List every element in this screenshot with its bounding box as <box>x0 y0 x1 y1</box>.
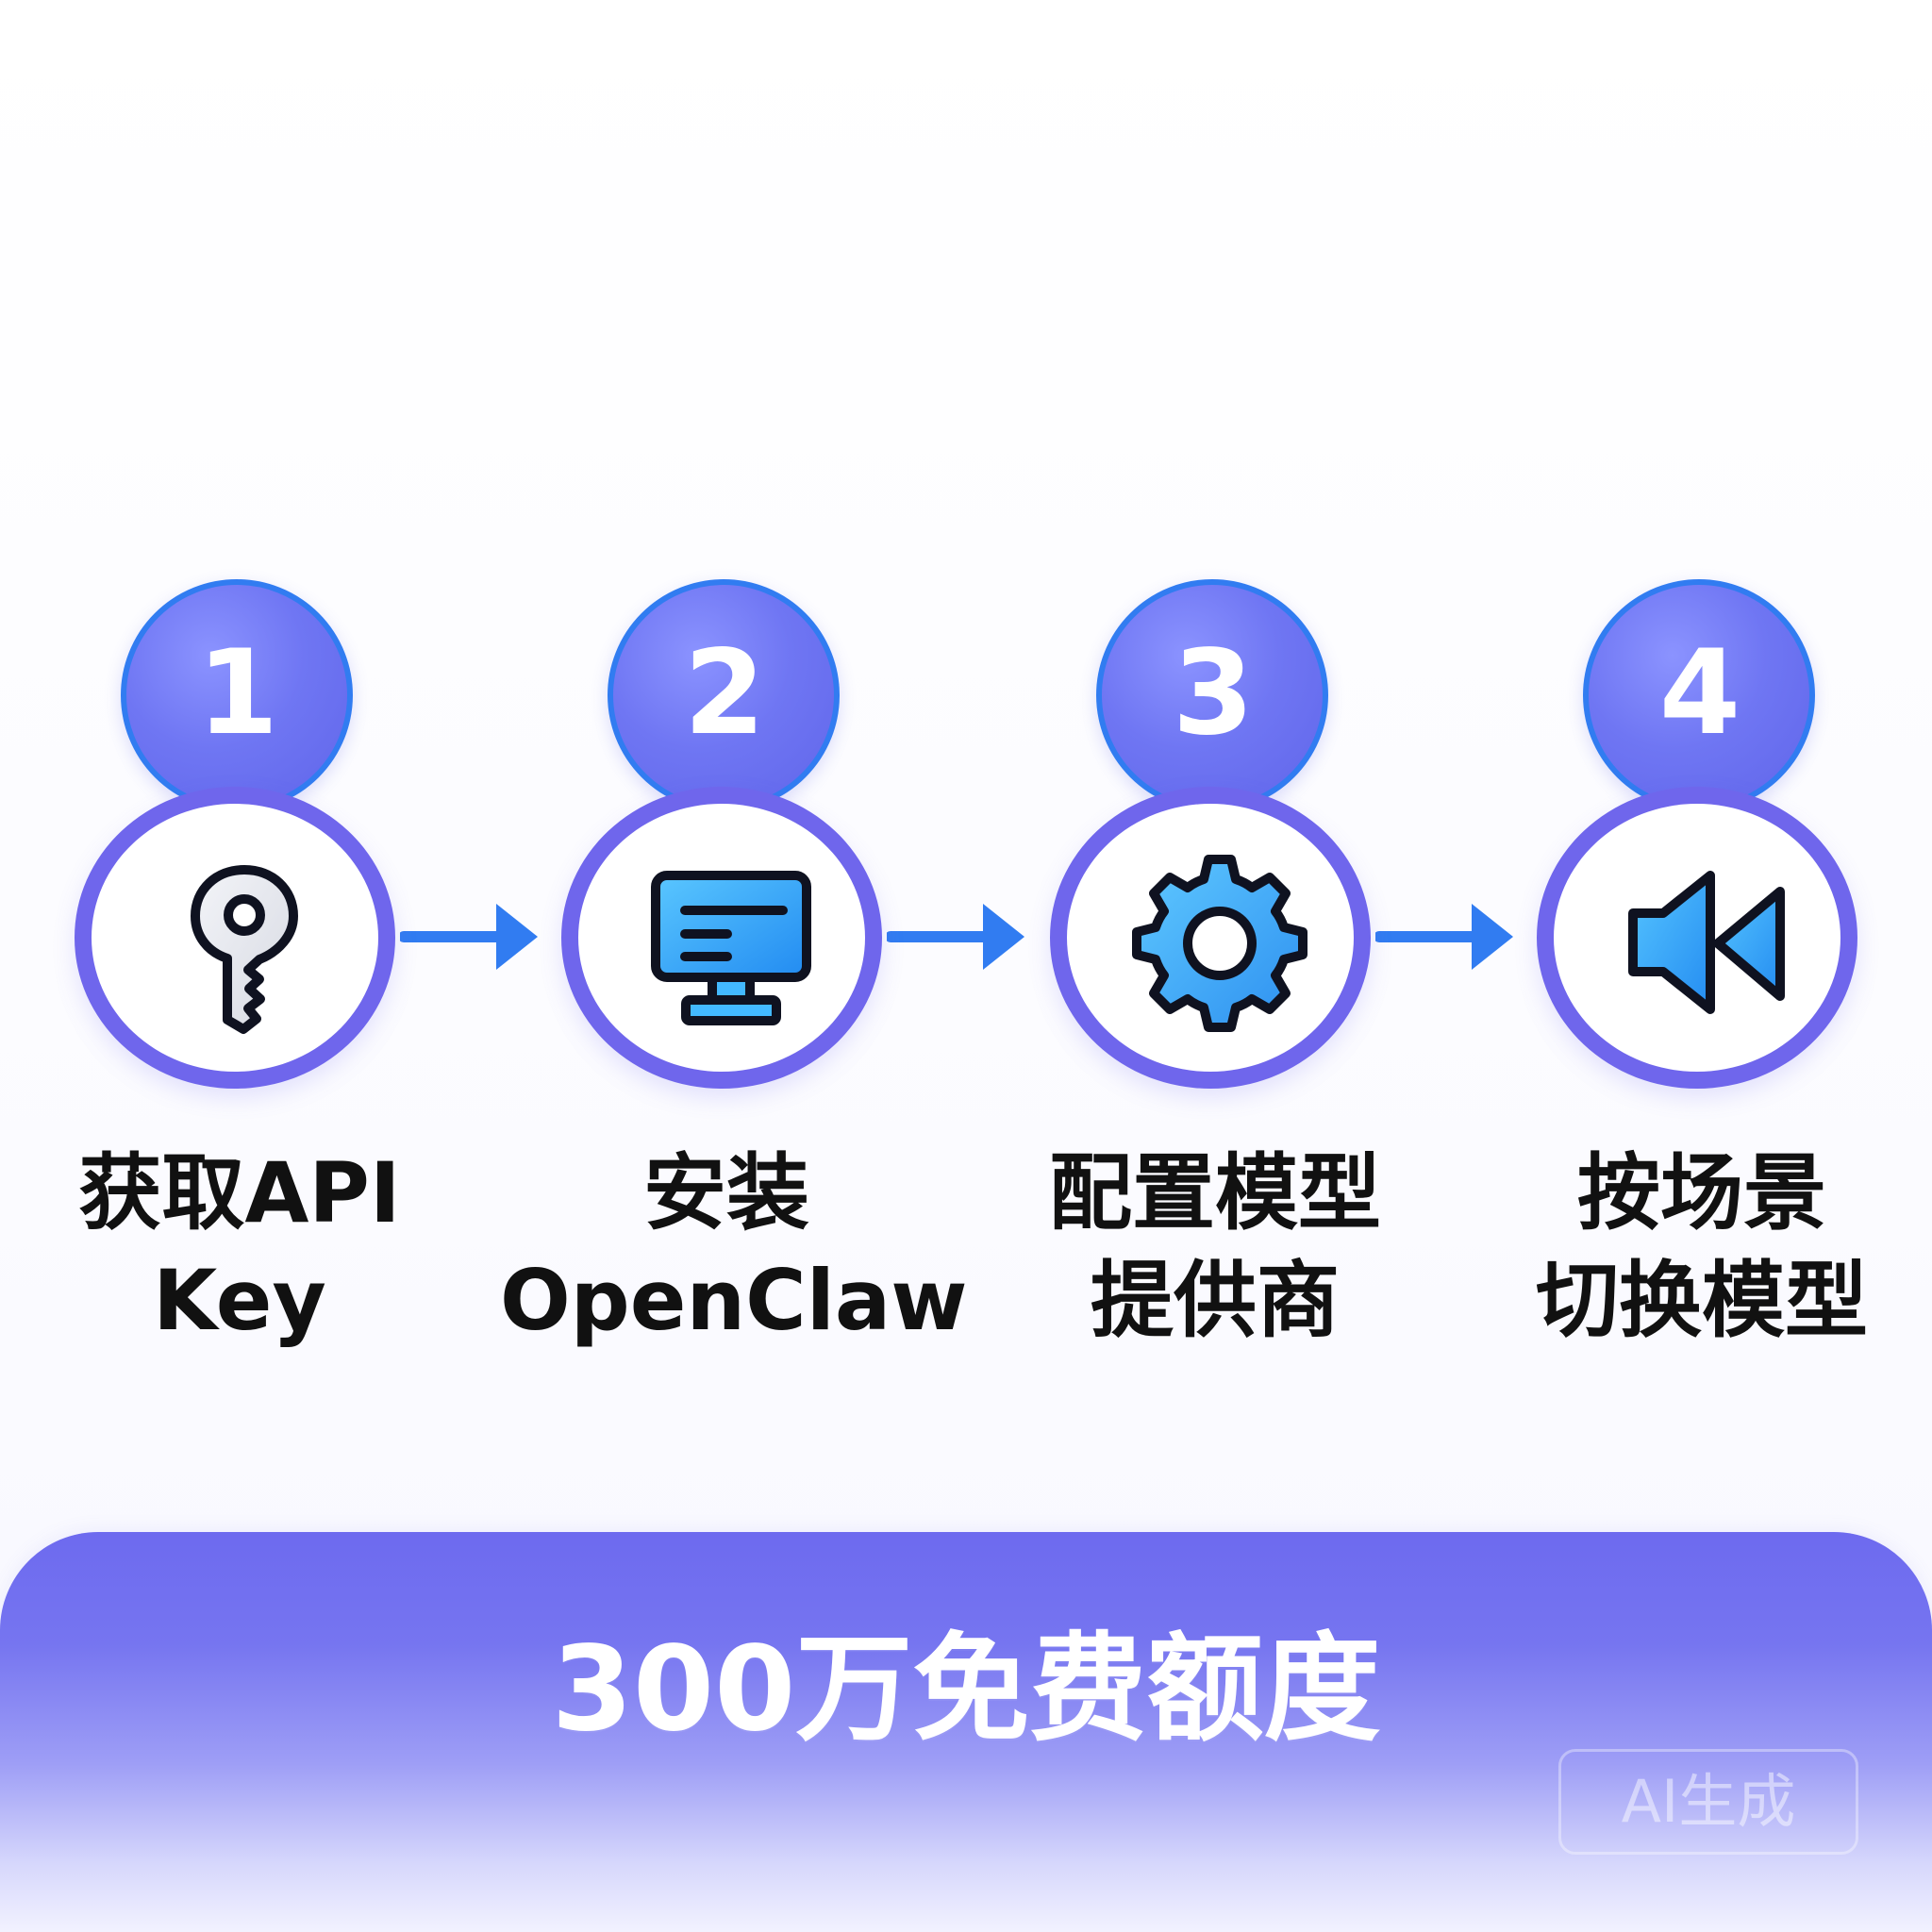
step-label: 按场景 切换模型 <box>1535 1144 1868 1349</box>
arrow-right-icon <box>400 898 541 975</box>
ai-generated-watermark: AI生成 <box>1558 1749 1858 1855</box>
step-label: 配置模型 提供商 <box>1048 1144 1381 1349</box>
step-1-get-api-key: 1 获取API Key <box>42 0 438 1415</box>
gear-icon <box>1132 855 1307 1032</box>
steps-flow: 1 获取API Key <box>42 0 1900 1415</box>
step-number: 1 <box>196 625 278 761</box>
step-icon-circle <box>1050 787 1371 1089</box>
step-number-badge: 3 <box>1096 579 1328 811</box>
arrow-right-icon <box>1375 898 1517 975</box>
step-2-install-openclaw: 2 <box>500 0 968 1415</box>
step-number-badge: 2 <box>608 579 840 811</box>
switch-model-icon <box>1622 858 1791 1028</box>
step-3-configure-model-provider: 3 配置模型 提供商 <box>1017 0 1413 1415</box>
step-4-switch-model-by-scene: 4 按场景 切换模型 <box>1504 0 1900 1415</box>
step-number: 3 <box>1172 625 1254 761</box>
arrow-right-icon <box>887 898 1028 975</box>
computer-monitor-icon <box>646 858 816 1028</box>
step-number-badge: 1 <box>121 579 353 811</box>
step-label: 获取API Key <box>78 1144 401 1349</box>
banner-title: 300万免费额度 <box>551 1622 1381 1757</box>
bottom-banner: 300万免费额度 AI生成 <box>0 1532 1932 1932</box>
step-number-badge: 4 <box>1583 579 1815 811</box>
step-number: 4 <box>1658 625 1740 761</box>
step-label: 安装 OpenClaw <box>500 1144 968 1349</box>
step-icon-circle <box>1537 787 1857 1089</box>
step-number: 2 <box>683 625 765 761</box>
step-icon-circle <box>75 787 395 1089</box>
step-icon-circle <box>561 787 882 1089</box>
key-icon <box>159 858 329 1034</box>
